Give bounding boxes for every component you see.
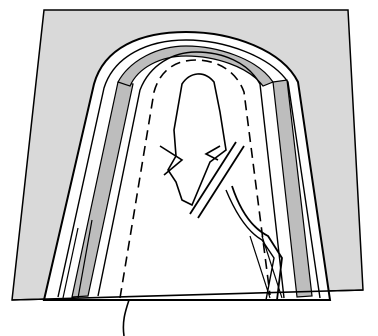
thread-tail-icon <box>123 300 129 336</box>
